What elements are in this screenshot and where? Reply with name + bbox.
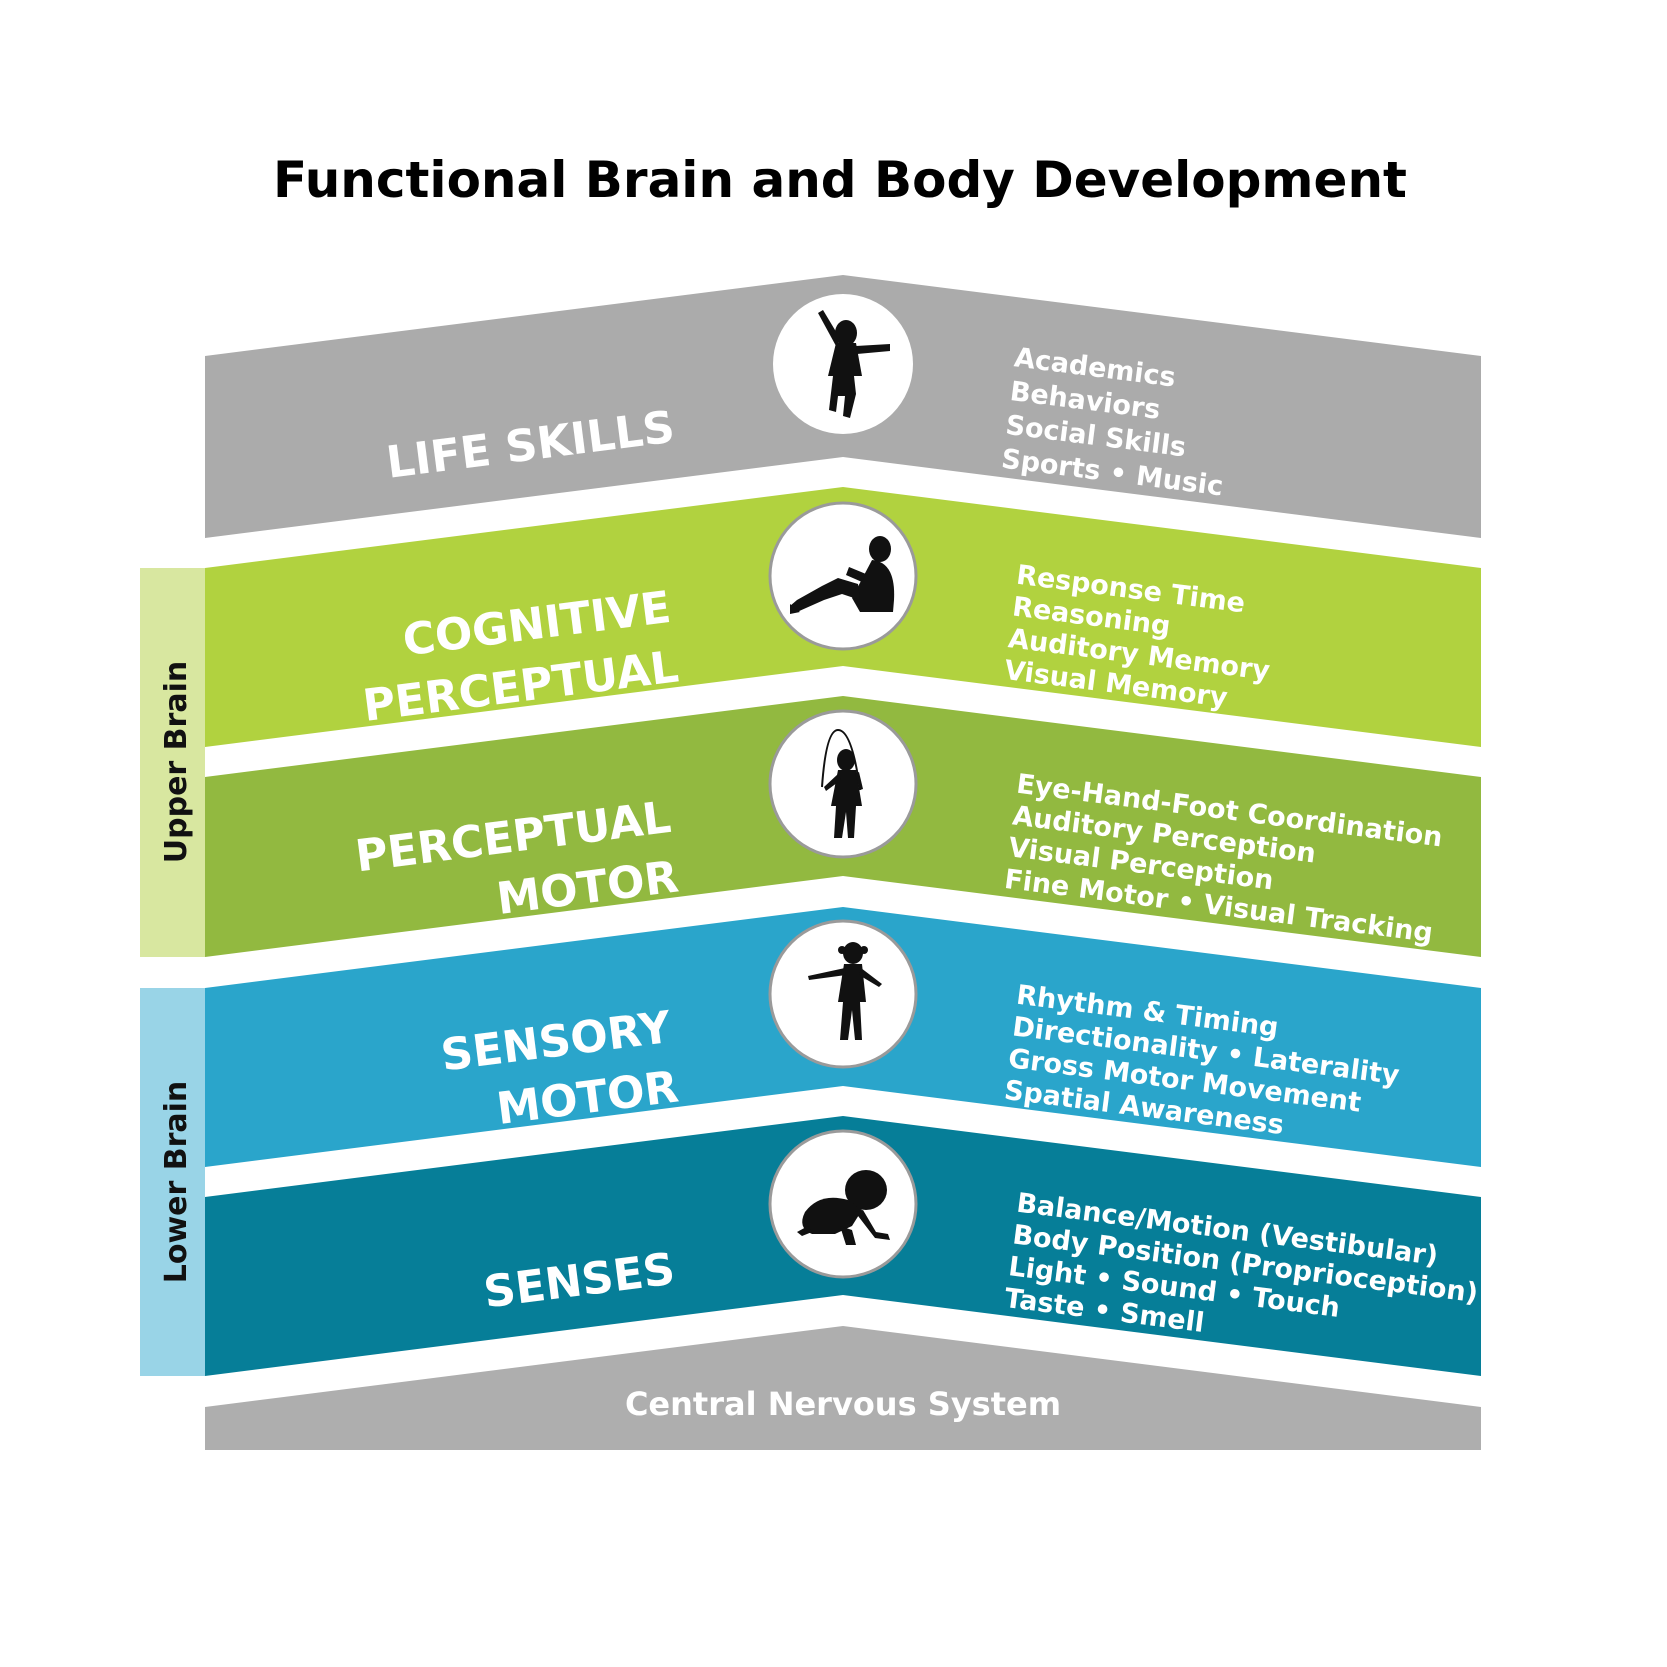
page-title: Functional Brain and Body Development (273, 151, 1407, 209)
band-sensory-motor: SENSORY MOTOR Rhythm & Timing Directiona… (205, 907, 1481, 1167)
jump-rope-child-icon (821, 728, 863, 838)
lower-brain-label: Lower Brain (159, 1081, 194, 1284)
upper-brain-bracket (140, 568, 205, 957)
crawling-baby-icon (797, 1170, 890, 1245)
jumping-child-icon (818, 310, 890, 418)
cns-base: Central Nervous System (205, 1326, 1481, 1450)
reading-child-icon-circle (768, 501, 918, 651)
cns-label: Central Nervous System (625, 1385, 1061, 1423)
cns-base-shape (205, 1326, 1481, 1450)
band-life-skills: LIFE SKILLS Academics Behaviors Social S… (205, 275, 1481, 538)
band-perceptual-motor: PERCEPTUAL MOTOR Eye-Hand-Foot Coordinat… (205, 696, 1481, 957)
walking-toddler-icon (808, 942, 882, 1040)
upper-brain-label: Upper Brain (159, 661, 194, 863)
reading-child-icon (790, 536, 895, 614)
lower-brain-bracket (140, 988, 205, 1376)
